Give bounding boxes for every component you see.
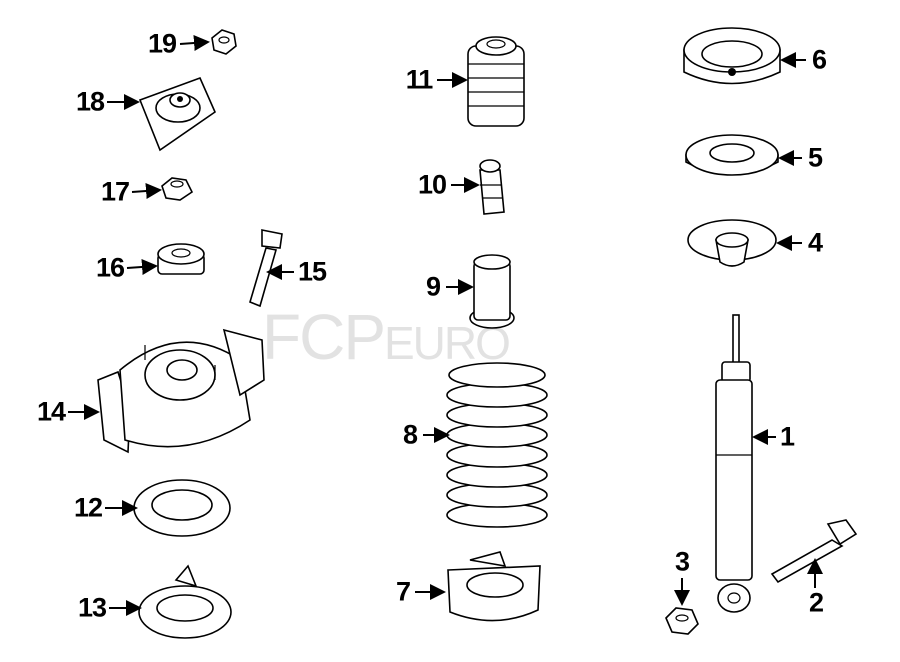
part-15-bolt[interactable] (249, 229, 283, 308)
callout-3: 3 (674, 546, 690, 577)
part-3-nut[interactable] (665, 607, 699, 635)
part-11-dust-boot[interactable] (467, 36, 525, 127)
part-13-spring-seat[interactable] (138, 564, 232, 639)
callout-15: 15 (297, 256, 327, 287)
part-18-mount-plate[interactable] (138, 76, 216, 152)
part-17-nut[interactable] (161, 177, 194, 201)
part-19-nut[interactable] (211, 29, 237, 55)
callout-1: 1 (779, 421, 795, 452)
callout-10: 10 (417, 169, 447, 200)
callout-13: 13 (77, 592, 107, 623)
callout-6: 6 (811, 44, 827, 75)
part-9-shock-bushing[interactable] (469, 254, 515, 329)
part-16-bearing[interactable] (157, 243, 205, 275)
callout-4: 4 (807, 227, 823, 258)
callout-12: 12 (73, 492, 103, 523)
callout-18: 18 (75, 86, 105, 117)
callout-2: 2 (808, 587, 824, 618)
part-12-spring-pad[interactable] (133, 479, 231, 537)
part-6-upper-spring-seat[interactable] (683, 27, 781, 85)
part-1-shock-absorber[interactable] (715, 314, 753, 613)
callout-7: 7 (395, 576, 411, 607)
part-10-bump-stop[interactable] (479, 159, 505, 215)
part-14-strut-mount[interactable] (97, 328, 265, 454)
part-4-spring-pad[interactable] (687, 219, 777, 267)
callout-11: 11 (405, 64, 434, 95)
callout-9: 9 (425, 271, 441, 302)
part-7-lower-spring-seat[interactable] (447, 551, 541, 622)
callout-17: 17 (100, 176, 130, 207)
callout-19: 19 (147, 28, 177, 59)
callout-16: 16 (95, 252, 125, 283)
callout-8: 8 (402, 419, 418, 450)
part-8-coil-spring[interactable] (446, 362, 548, 528)
callout-5: 5 (807, 142, 823, 173)
watermark-brand: FCP (262, 301, 386, 373)
callout-14: 14 (36, 396, 66, 427)
part-5-spring-insulator[interactable] (685, 134, 779, 176)
leader-arrows (68, 35, 823, 616)
